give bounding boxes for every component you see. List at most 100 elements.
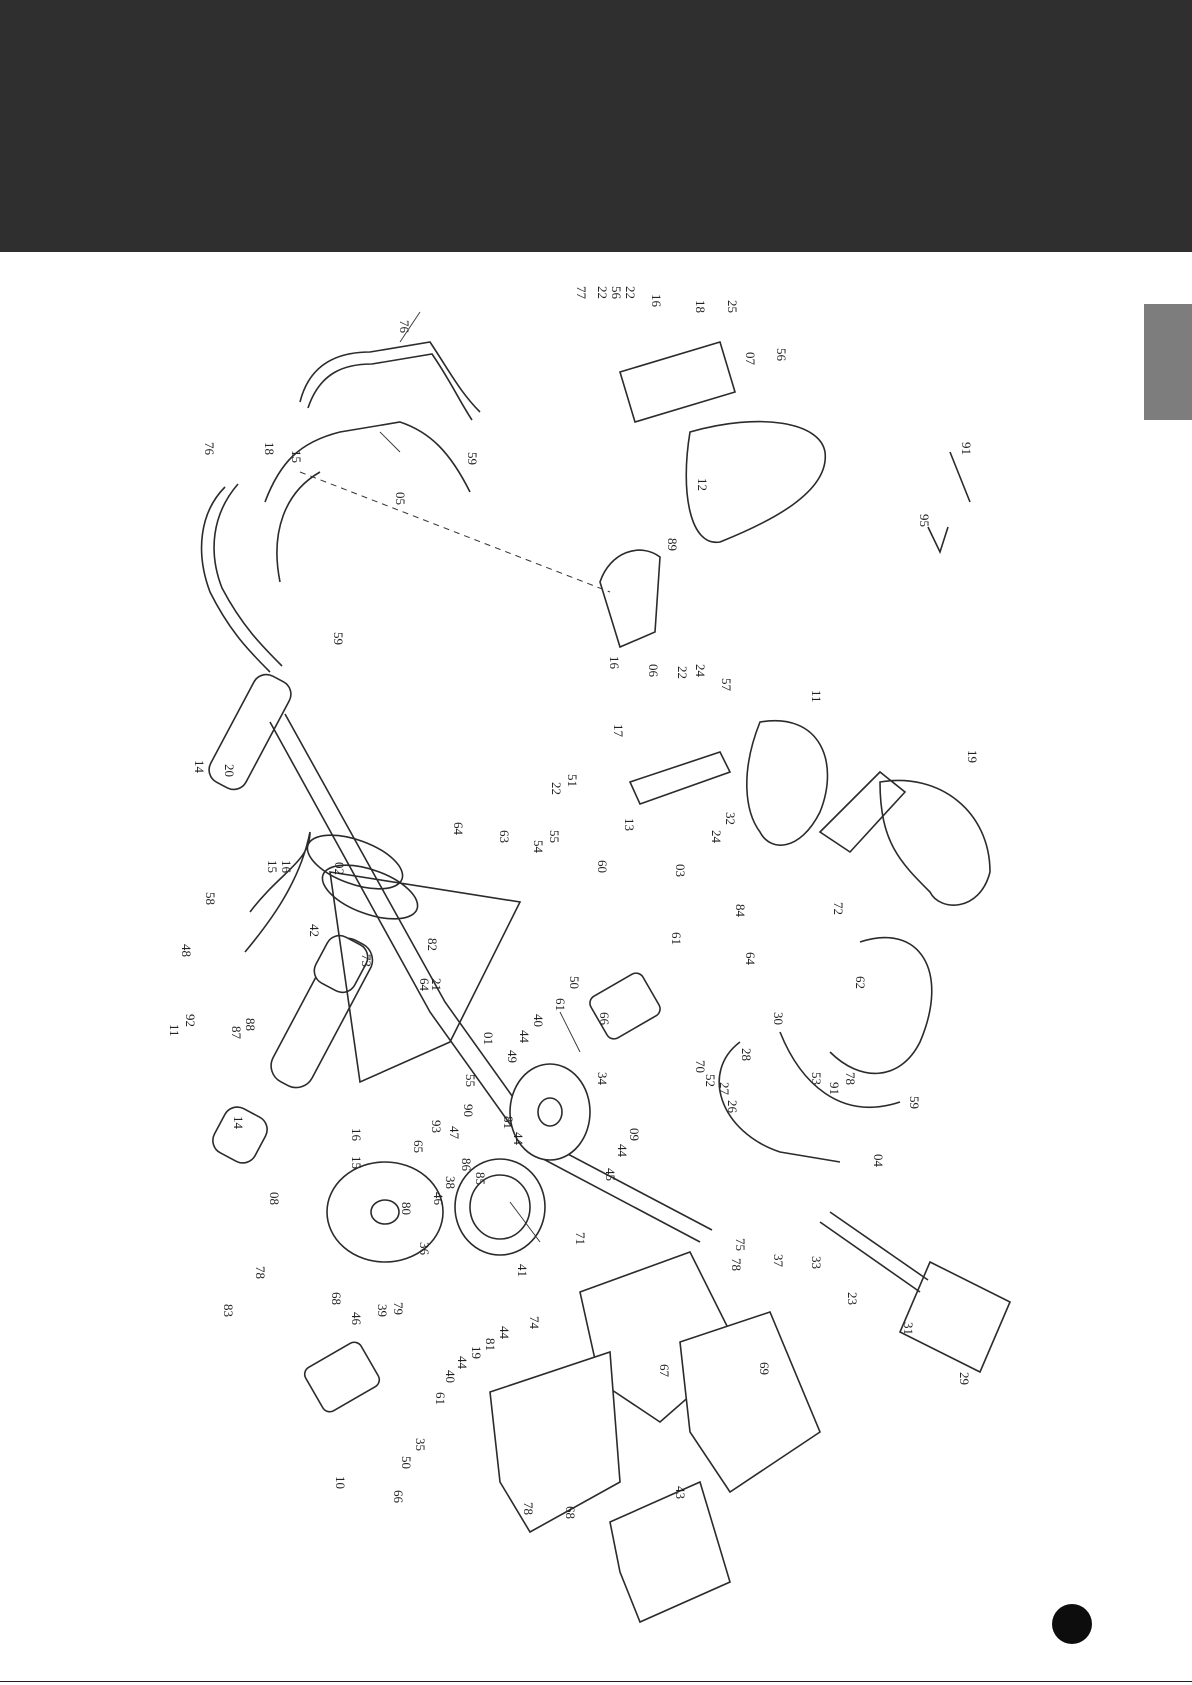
label-81: 81 <box>501 1116 516 1129</box>
label-71: 71 <box>573 1232 588 1245</box>
label-22: 22 <box>675 666 690 679</box>
handlebar-76-left <box>200 486 271 673</box>
label-05: 05 <box>393 492 408 505</box>
label-55: 55 <box>547 830 562 843</box>
label-72: 72 <box>831 902 846 915</box>
label-19: 19 <box>965 750 980 763</box>
label-69: 69 <box>757 1362 772 1375</box>
label-61: 61 <box>553 998 568 1011</box>
side-tab[interactable] <box>1144 304 1192 420</box>
label-54: 54 <box>531 840 546 854</box>
label-53: 53 <box>809 1072 824 1085</box>
wheel-71 <box>509 1063 591 1161</box>
label-22: 22 <box>623 286 638 299</box>
label-26: 26 <box>725 1100 740 1114</box>
label-16: 16 <box>279 860 294 874</box>
label-27: 27 <box>717 1082 732 1096</box>
label-73: 73 <box>359 954 374 967</box>
label-84: 84 <box>733 904 748 918</box>
label-81: 81 <box>483 1338 498 1351</box>
label-48: 48 <box>179 944 194 957</box>
label-68: 68 <box>563 1506 578 1519</box>
handlebar-76-upper <box>299 341 481 413</box>
bracket-06 <box>599 549 661 649</box>
label-77: 77 <box>574 286 589 300</box>
label-79: 79 <box>391 1302 406 1315</box>
header-band <box>0 0 1192 252</box>
handlebar-75 <box>718 1041 841 1163</box>
label-61: 61 <box>669 932 684 945</box>
label-64: 64 <box>743 952 758 966</box>
label-21: 21 <box>429 978 444 991</box>
label-59: 59 <box>331 632 346 645</box>
label-65: 65 <box>411 1140 426 1153</box>
label-61: 61 <box>433 1392 448 1405</box>
label-22: 22 <box>549 782 564 795</box>
label-11: 11 <box>809 690 824 703</box>
label-01: 01 <box>481 1032 496 1045</box>
label-10: 10 <box>333 1476 348 1489</box>
bracket-07 <box>619 341 736 423</box>
label-86: 86 <box>459 1158 474 1172</box>
end-cap-78 <box>313 934 369 994</box>
label-45: 45 <box>603 1168 618 1181</box>
label-90: 90 <box>461 1104 476 1117</box>
label-41: 41 <box>515 1264 530 1277</box>
label-88: 88 <box>243 1018 258 1031</box>
label-83: 83 <box>221 1304 236 1317</box>
handlebar-04 <box>779 1031 901 1108</box>
label-44: 44 <box>511 1132 526 1146</box>
label-64: 64 <box>417 978 432 992</box>
page-number-badge <box>1052 1604 1092 1644</box>
handlebar-05 <box>264 421 471 503</box>
cover-69 <box>679 1311 821 1494</box>
label-58: 58 <box>203 892 218 905</box>
cover-43 <box>609 1480 731 1624</box>
label-40: 40 <box>531 1014 546 1027</box>
label-55: 55 <box>463 1074 478 1087</box>
label-24: 24 <box>693 664 708 678</box>
label-17: 17 <box>611 724 626 738</box>
label-15: 15 <box>289 450 304 463</box>
label-36: 36 <box>417 1242 432 1256</box>
label-19: 19 <box>469 1346 484 1359</box>
label-78: 78 <box>253 1266 268 1279</box>
label-70: 70 <box>693 1060 708 1073</box>
label-63: 63 <box>497 830 512 843</box>
label-24: 24 <box>709 830 724 844</box>
label-23: 23 <box>845 1292 860 1305</box>
label-11: 11 <box>167 1024 182 1037</box>
label-29: 29 <box>957 1372 972 1385</box>
end-cap-83 <box>212 1106 268 1164</box>
label-02: 02 <box>332 862 347 875</box>
label-20: 20 <box>222 764 237 777</box>
pedal-10 <box>303 1341 381 1413</box>
label-16: 16 <box>649 294 664 308</box>
label-78: 78 <box>521 1502 536 1515</box>
console-19 <box>879 779 991 906</box>
arm-23 <box>819 1221 921 1293</box>
pedal-09 <box>589 972 661 1040</box>
label-44: 44 <box>497 1326 512 1340</box>
label-06: 06 <box>646 664 661 678</box>
label-82: 82 <box>425 938 440 951</box>
label-91: 91 <box>959 442 974 455</box>
label-59: 59 <box>907 1096 922 1109</box>
foot-plate-29 <box>898 1260 1012 1374</box>
label-64: 64 <box>451 822 466 836</box>
chain-guard-42 <box>244 831 311 953</box>
label-50: 50 <box>399 1456 414 1469</box>
label-08: 08 <box>267 1192 282 1205</box>
label-39: 39 <box>375 1304 390 1317</box>
label-28: 28 <box>739 1048 754 1061</box>
seat-post-03 <box>628 751 732 805</box>
label-43: 43 <box>673 1486 688 1499</box>
label-34: 34 <box>595 1072 610 1086</box>
label-59: 59 <box>465 452 480 465</box>
label-67: 67 <box>657 1364 672 1378</box>
label-12: 12 <box>695 478 710 491</box>
label-78: 78 <box>843 1072 858 1085</box>
flywheel-79 <box>326 1161 444 1263</box>
label-04: 04 <box>871 1154 886 1168</box>
label-66: 66 <box>597 1012 612 1026</box>
